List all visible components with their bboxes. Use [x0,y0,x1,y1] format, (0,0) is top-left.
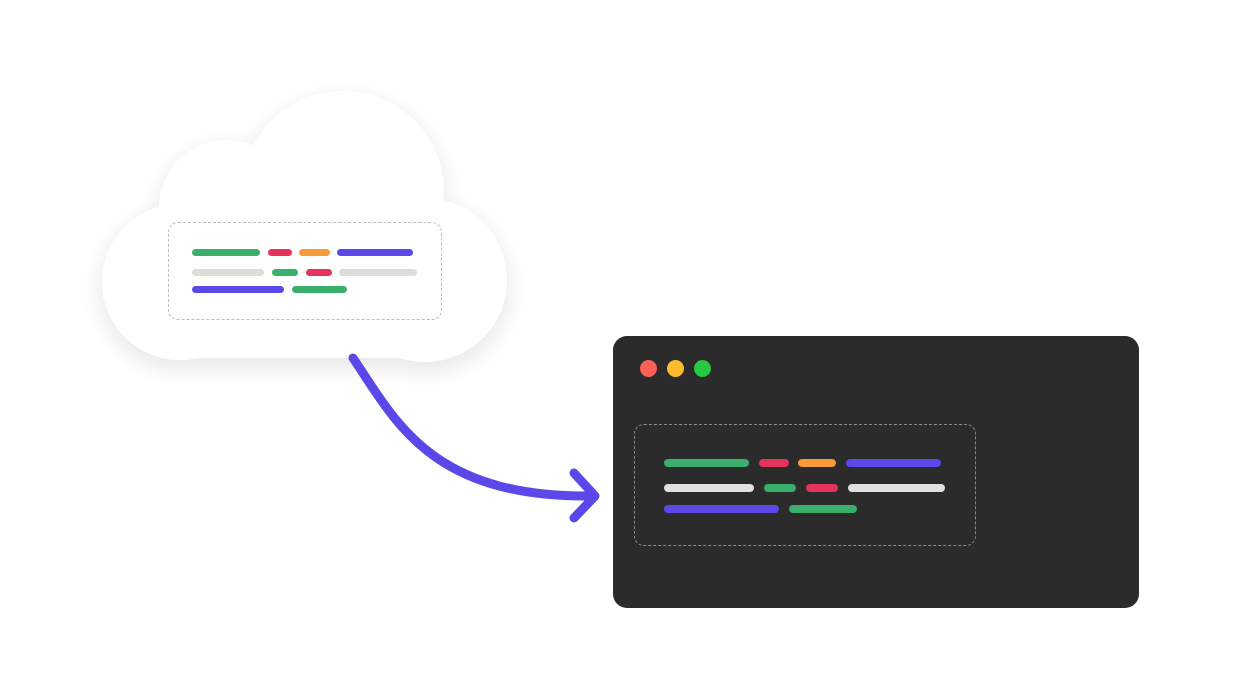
code-line-segment [192,286,284,293]
code-line-segment [764,484,796,492]
cloud-code-snippet [168,222,442,320]
code-line-segment [272,269,298,276]
code-line-segment [299,249,330,256]
code-line-segment [798,459,836,467]
minimize-dot-icon[interactable] [667,360,684,377]
code-line-segment [268,249,292,256]
code-line-segment [846,459,941,467]
close-dot-icon[interactable] [640,360,657,377]
terminal-code-snippet [634,424,976,546]
code-line-segment [664,459,749,467]
maximize-dot-icon[interactable] [694,360,711,377]
code-line-segment [664,505,779,513]
code-line-segment [306,269,332,276]
terminal-window [613,336,1139,608]
code-line-segment [192,249,260,256]
code-line-segment [759,459,789,467]
code-line-segment [339,269,417,276]
code-line-segment [337,249,413,256]
code-line-segment [848,484,945,492]
code-line-segment [192,269,264,276]
code-line-segment [664,484,754,492]
code-line-segment [806,484,838,492]
code-line-segment [292,286,347,293]
code-line-segment [789,505,857,513]
